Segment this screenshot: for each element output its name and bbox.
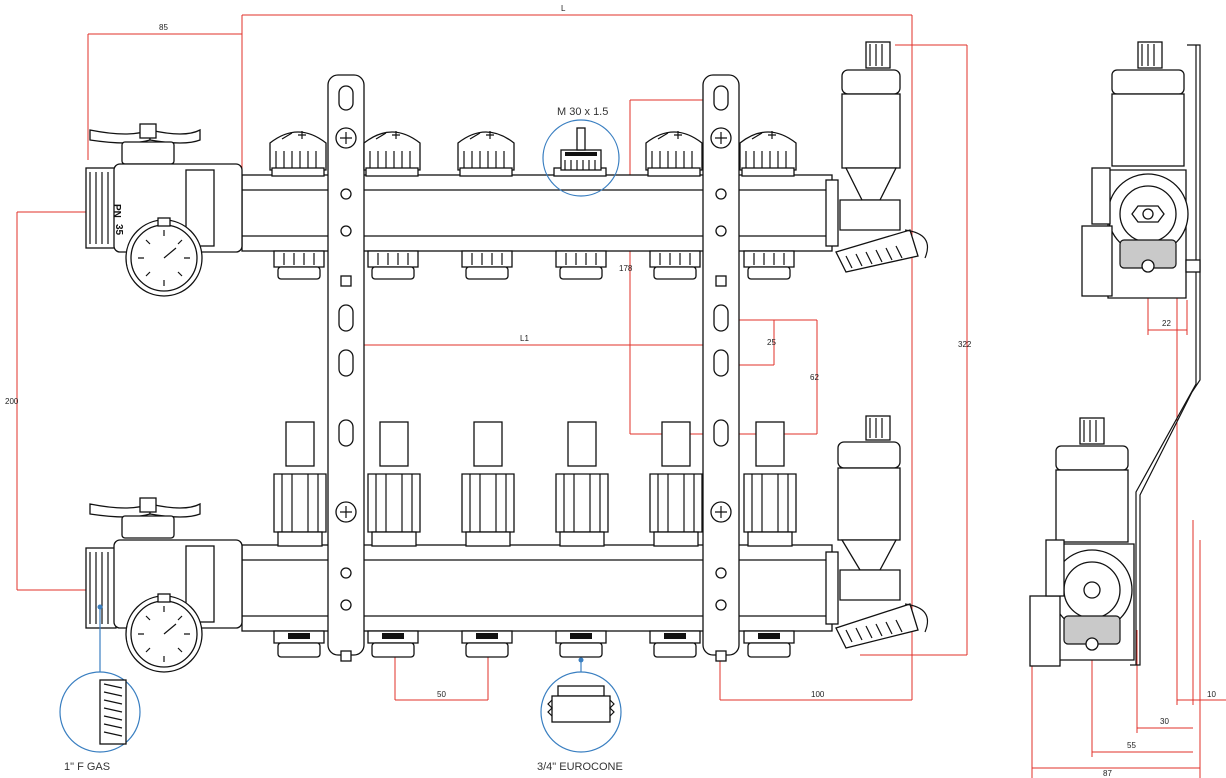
air-vent-bottom (835, 415, 929, 649)
mounting-bracket-right (702, 74, 740, 662)
gas-label: 1" F GAS (64, 761, 110, 773)
dim-55: 55 (1127, 741, 1136, 750)
dim-85: 85 (159, 23, 168, 32)
dimension-labels: L 85 200 322 178 L1 25 62 50 100 22 10 3… (5, 4, 1216, 778)
dim-30: 30 (1160, 717, 1169, 726)
dim-L: L (561, 4, 566, 13)
mounting-bracket-left (327, 74, 365, 662)
return-outlets (273, 630, 795, 658)
front-view: M 30 x 1.5 (59, 41, 929, 773)
pn-marking: PN (111, 204, 122, 218)
thread-label: M 30 x 1.5 (557, 106, 608, 118)
dim-L1: L1 (520, 334, 529, 343)
pressure-marking: 35 (113, 224, 124, 236)
dim-10: 10 (1207, 690, 1216, 699)
air-vent-top (835, 41, 929, 273)
eurocone-callout: 3/4" EUROCONE (537, 657, 623, 773)
dim-178: 178 (619, 264, 633, 273)
dim-25: 25 (767, 338, 776, 347)
dim-22: 22 (1162, 319, 1171, 328)
ball-valve-bottom (85, 497, 243, 673)
dim-100: 100 (811, 690, 825, 699)
dim-50: 50 (437, 690, 446, 699)
dim-322: 322 (958, 340, 972, 349)
eurocone-label: 3/4" EUROCONE (537, 761, 623, 773)
supply-outlets (273, 250, 795, 280)
dim-62: 62 (810, 373, 819, 382)
dim-87: 87 (1103, 769, 1112, 778)
side-view (1029, 41, 1201, 667)
flow-meters (273, 421, 797, 547)
gas-thread-callout: 1" F GAS (59, 604, 141, 773)
m30-thread-callout: M 30 x 1.5 (542, 106, 620, 197)
ball-valve-top: PN 35 (85, 123, 243, 297)
dim-200: 200 (5, 397, 19, 406)
